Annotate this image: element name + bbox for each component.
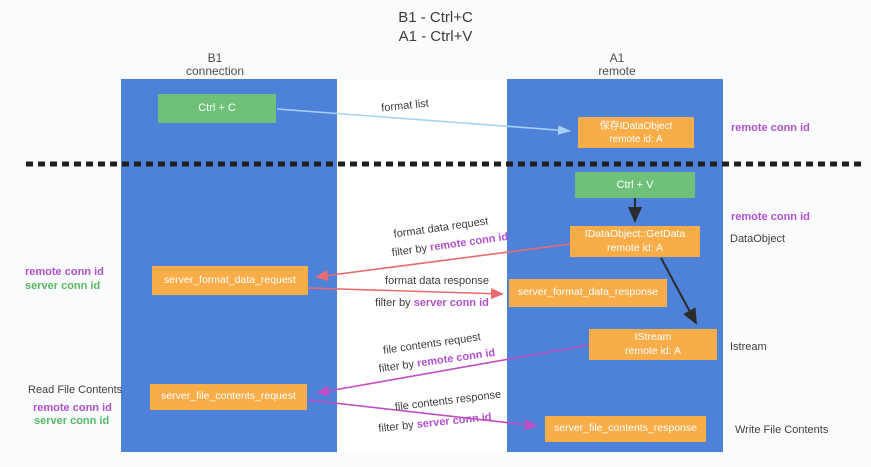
node-istream-line2: remote id: A — [624, 344, 682, 357]
lane-a1-name: A1 — [609, 51, 625, 65]
node-ctrl-v-label: Ctrl + V — [616, 178, 654, 191]
annotation-read-file-contents: Read File Contents — [28, 384, 123, 396]
node-server-format-data-response-label: server_format_data_response — [517, 286, 659, 299]
node-idataobject-getdata: IDataObject::GetData remote id: A — [570, 226, 700, 257]
lane-header-b1: B1 connection — [135, 52, 295, 78]
node-server-file-contents-response: server_file_contents_response — [545, 416, 706, 442]
title-line-2: A1 - Ctrl+V — [398, 28, 473, 45]
node-server-format-data-response: server_format_data_response — [509, 279, 667, 307]
annotation-istream: Istream — [730, 341, 767, 353]
node-istream: IStream remote id: A — [589, 329, 717, 360]
node-istream-line1: IStream — [634, 330, 672, 343]
node-save-idataobject: 保存IDataObject remote id: A — [578, 117, 694, 148]
node-save-idataobject-line1: 保存IDataObject — [599, 120, 673, 132]
node-server-format-data-request-label: server_format_data_request — [164, 273, 296, 286]
annotation-dataobject: DataObject — [730, 233, 786, 245]
server-conn-id-key: server conn id — [413, 297, 489, 309]
node-save-idataobject-line2: remote id: A — [609, 133, 663, 145]
node-ctrl-c-label: Ctrl + C — [198, 102, 236, 115]
node-server-file-contents-response-label: server_file_contents_response — [553, 422, 697, 435]
diagram-title: B1 - Ctrl+C A1 - Ctrl+V — [0, 8, 871, 46]
node-server-format-data-request: server_format_data_request — [152, 266, 308, 295]
node-ctrl-c: Ctrl + C — [158, 94, 276, 123]
node-idataobject-getdata-line1: IDataObject::GetData — [584, 227, 686, 240]
filter-by-text: filter by — [375, 297, 414, 309]
lane-a1-role: remote — [598, 64, 636, 78]
annotation-left-server-conn-id: server conn id — [25, 280, 101, 292]
annotation-left-file-server-conn-id: server conn id — [34, 415, 110, 427]
annotation-left-remote-conn-id: remote conn id — [25, 266, 104, 278]
node-server-file-contents-request-label: server_file_contents_request — [161, 390, 296, 403]
node-ctrl-v: Ctrl + V — [575, 172, 695, 198]
title-line-1: B1 - Ctrl+C — [398, 9, 473, 26]
node-idataobject-getdata-line2: remote id: A — [606, 241, 664, 254]
lane-header-a1: A1 remote — [537, 52, 697, 78]
node-server-file-contents-request: server_file_contents_request — [150, 384, 307, 410]
annotation-left-file-remote-conn-id: remote conn id — [33, 402, 112, 414]
lane-b1-role: connection — [185, 64, 245, 78]
label-format-data-response: format data response — [385, 275, 489, 287]
label-format-data-response-filter: filter by server conn id — [375, 297, 489, 309]
annotation-write-file-contents: Write File Contents — [735, 424, 829, 436]
annotation-right-mid-remote-conn-id: remote conn id — [731, 211, 810, 223]
annotation-right-top-remote-conn-id: remote conn id — [731, 122, 810, 134]
lane-b1-name: B1 — [207, 51, 223, 65]
